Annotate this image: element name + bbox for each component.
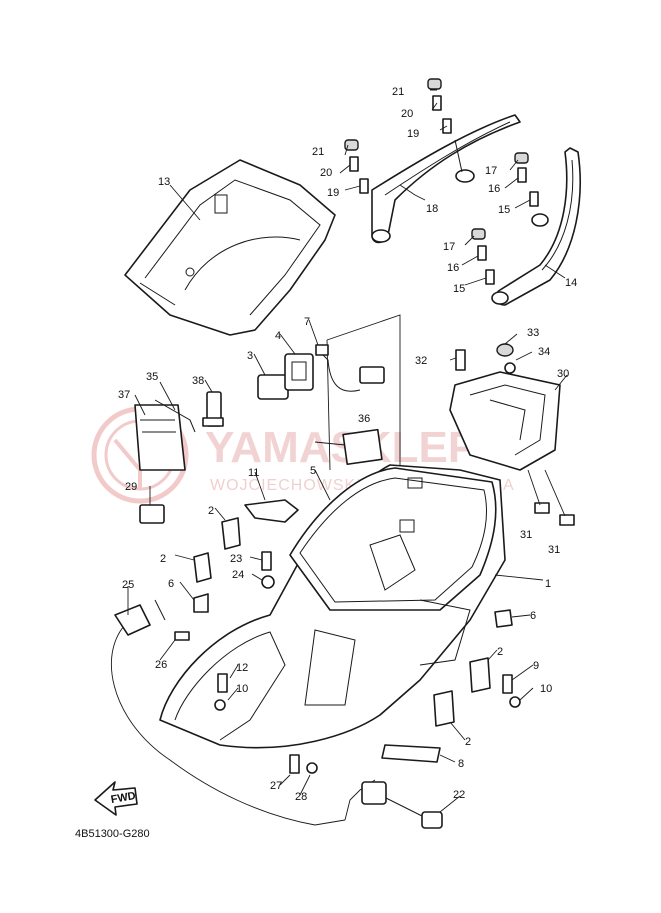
- parts-35-37-38: [134, 391, 224, 471]
- callout-19: 19: [407, 128, 419, 140]
- callout-7: 7: [304, 316, 310, 328]
- callout-27: 27: [270, 780, 282, 792]
- callout-28: 28: [295, 791, 307, 803]
- callout-17: 17: [443, 241, 455, 253]
- callout-32: 32: [415, 355, 427, 367]
- callout-38: 38: [192, 375, 204, 387]
- callout-30: 30: [557, 368, 569, 380]
- fasteners-upper: [344, 78, 539, 285]
- part-8-mat: [381, 744, 441, 763]
- callout-9: 9: [533, 660, 539, 672]
- callout-23: 23: [230, 553, 242, 565]
- leader-lines: [127, 89, 568, 813]
- diagram-code: 4B51300-G280: [75, 828, 150, 840]
- callout-19: 19: [327, 187, 339, 199]
- callout-5: 5: [310, 465, 316, 477]
- part-36-label: [342, 428, 383, 466]
- part-30-bracket: [449, 343, 575, 526]
- parts-2-6-clips: [193, 517, 513, 727]
- callout-21: 21: [392, 86, 404, 98]
- parts-3-4-7-connectors: [257, 344, 385, 400]
- part-1-main-body: [159, 464, 506, 749]
- callout-8: 8: [458, 758, 464, 770]
- callout-15: 15: [498, 204, 510, 216]
- callout-29: 29: [125, 481, 137, 493]
- callout-16: 16: [447, 262, 459, 274]
- callout-11: 11: [248, 467, 259, 479]
- callout-labels: 1 2 2 2 2 3 4 5 6 6 7 8 9 10 10 11 12 13…: [118, 86, 577, 803]
- callout-10: 10: [236, 683, 248, 695]
- callout-2: 2: [465, 736, 471, 748]
- callout-24: 24: [232, 569, 244, 581]
- watermark-main: YAMASKLEP: [205, 423, 477, 472]
- callout-3: 3: [247, 350, 253, 362]
- parts-22-25-cable: [110, 599, 443, 829]
- callout-37: 37: [118, 389, 130, 401]
- callout-14: 14: [565, 277, 577, 289]
- callout-21: 21: [312, 146, 324, 158]
- part-13-front-panel: [124, 159, 336, 336]
- callout-22: 22: [453, 789, 465, 801]
- callout-18: 18: [426, 203, 438, 215]
- callout-20: 20: [320, 167, 332, 179]
- callout-2: 2: [497, 646, 503, 658]
- callout-6: 6: [168, 578, 174, 590]
- callout-6: 6: [530, 610, 536, 622]
- callout-33: 33: [527, 327, 539, 339]
- part-11-plate: [244, 499, 299, 523]
- part-18-grab-bar: [371, 114, 521, 244]
- fwd-label: FWD: [110, 790, 137, 806]
- callout-25: 25: [122, 579, 134, 591]
- part-14-handle: [491, 147, 581, 306]
- callout-31: 31: [520, 529, 532, 541]
- callout-20: 20: [401, 108, 413, 120]
- callout-17: 17: [485, 165, 497, 177]
- part-29-clip: [139, 504, 165, 524]
- callout-16: 16: [488, 183, 500, 195]
- callout-10: 10: [540, 683, 552, 695]
- callout-2: 2: [208, 505, 214, 517]
- callout-26: 26: [155, 659, 167, 671]
- callout-4: 4: [275, 330, 281, 342]
- callout-13: 13: [158, 176, 170, 188]
- callout-15: 15: [453, 283, 465, 295]
- callout-36: 36: [358, 413, 370, 425]
- callout-12: 12: [236, 662, 248, 674]
- fwd-arrow-icon: FWD: [94, 781, 138, 816]
- callout-35: 35: [146, 371, 158, 383]
- callout-34: 34: [538, 346, 550, 358]
- fasteners-lower: [174, 551, 521, 774]
- callout-1: 1: [545, 578, 551, 590]
- callout-31: 31: [548, 544, 560, 556]
- callout-2: 2: [160, 553, 166, 565]
